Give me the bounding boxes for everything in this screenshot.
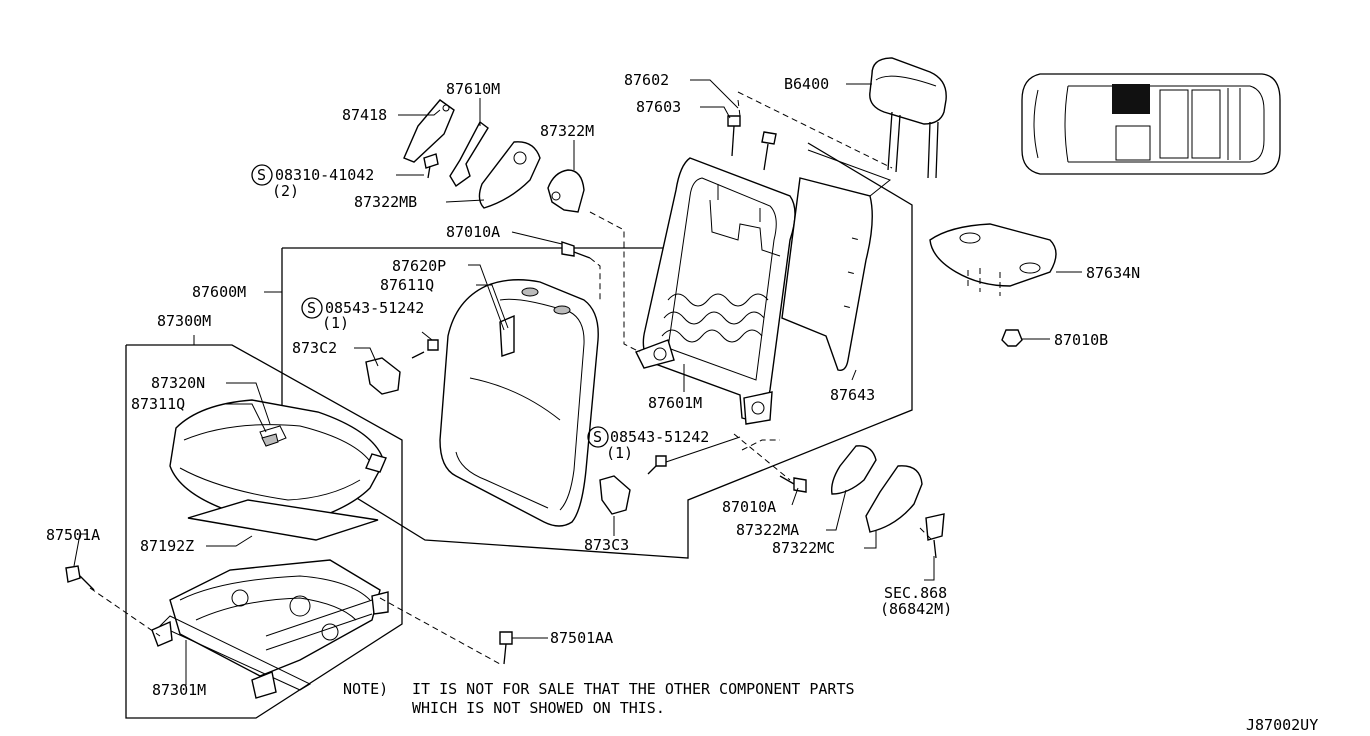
bolt-08543-a-part — [411, 339, 439, 359]
label-87320N: 87320N — [151, 374, 205, 392]
screw-symbol-icons: S S S — [251, 164, 609, 448]
label-08543-a-qty: (1) — [322, 314, 349, 332]
screw-symbol-icon — [251, 164, 273, 186]
seat-cushion-group-box — [125, 344, 403, 719]
label-87602: 87602 — [624, 71, 669, 89]
label-87611Q: 87611Q — [380, 276, 434, 294]
label-87418: 87418 — [342, 106, 387, 124]
bolt-08543-b-part — [647, 455, 667, 475]
label-87603: 87603 — [636, 98, 681, 116]
cover-87322MA-part — [830, 445, 877, 495]
label-87600M: 87600M — [192, 283, 246, 301]
label-08543-b-qty: (1) — [606, 444, 633, 462]
label-873C2: 873C2 — [292, 339, 337, 357]
label-87501A: 87501A — [46, 526, 100, 544]
label-87322MC: 87322MC — [772, 539, 835, 557]
note-prefix: NOTE) — [343, 680, 388, 698]
leader-lines — [73, 79, 1082, 685]
label-87322MB: 87322MB — [354, 193, 417, 211]
garnish-87634N-part — [929, 223, 1057, 296]
label-87322MA: 87322MA — [736, 521, 799, 539]
label-87634N: 87634N — [1086, 264, 1140, 282]
assembly-guide-lines — [89, 91, 935, 665]
label-873C3: 873C3 — [584, 536, 629, 554]
seat-frame-part — [151, 559, 389, 699]
bolts-87602-87603-part — [727, 115, 777, 171]
label-sec-868: SEC.868 — [884, 584, 947, 602]
cushion-pan-part — [187, 499, 379, 541]
label-87643: 87643 — [830, 386, 875, 404]
screw-symbol-08310: S — [257, 166, 266, 184]
label-08543-51242-b: 08543-51242 — [610, 428, 709, 446]
seatback-pad-part — [439, 279, 599, 527]
belt-buckle-part — [925, 513, 945, 559]
note-line-1: IT IS NOT FOR SALE THAT THE OTHER COMPON… — [412, 680, 855, 698]
screw-symbol-icon — [301, 297, 323, 319]
part-labels: 87610M 87418 08310-41042 (2) 87322M 8732… — [46, 71, 1140, 699]
cover-87322MB-part — [478, 141, 541, 209]
label-87300M: 87300M — [157, 312, 211, 330]
vehicle-location-icon — [1021, 73, 1281, 175]
headrest-part — [869, 57, 947, 179]
label-87501AA: 87501AA — [550, 629, 613, 647]
screw-symbol-08543-a: S — [307, 299, 316, 317]
label-08310-qty: (2) — [272, 182, 299, 200]
label-08543-51242-a: 08543-51242 — [325, 299, 424, 317]
seatback-frame-part — [635, 157, 796, 425]
bolt-08310-part — [423, 153, 439, 179]
bolt-87501AA-part — [499, 631, 513, 665]
bolt-87010A-top-part — [561, 241, 591, 259]
label-87610M: 87610M — [446, 80, 500, 98]
note-block: NOTE) IT IS NOT FOR SALE THAT THE OTHER … — [343, 680, 855, 717]
cover-87322M-part — [547, 169, 585, 213]
label-87322M: 87322M — [540, 122, 594, 140]
note-line-2: WHICH IS NOT SHOWED ON THIS. — [412, 699, 665, 717]
label-08310-41042: 08310-41042 — [275, 166, 374, 184]
label-87601M: 87601M — [648, 394, 702, 412]
bracket-87610M-part — [449, 120, 489, 188]
bolt-87501A-part — [65, 565, 95, 591]
label-87620P: 87620P — [392, 257, 446, 275]
cover-873C3-part — [599, 475, 631, 515]
cover-873C2-part — [365, 357, 401, 395]
label-sec-868-ref: (86842M) — [880, 600, 952, 618]
screw-symbol-icon — [587, 426, 609, 448]
label-86400: B6400 — [784, 75, 829, 93]
back-panel-part — [781, 149, 892, 371]
bracket-87418-part — [403, 99, 455, 163]
label-87192Z: 87192Z — [140, 537, 194, 555]
label-87311Q: 87311Q — [131, 395, 185, 413]
label-87010A-top: 87010A — [446, 223, 500, 241]
screw-symbol-08543-b: S — [593, 428, 602, 446]
label-87010B: 87010B — [1054, 331, 1108, 349]
cushion-pad-part — [169, 399, 387, 527]
diagram-id: J87002UY — [1246, 716, 1318, 734]
cover-87322MC-part — [865, 465, 923, 533]
clip-87010B-part — [1001, 329, 1023, 347]
label-87301M: 87301M — [152, 681, 206, 699]
label-87010A-bottom: 87010A — [722, 498, 776, 516]
bolt-87010A-bottom-part — [779, 475, 807, 493]
